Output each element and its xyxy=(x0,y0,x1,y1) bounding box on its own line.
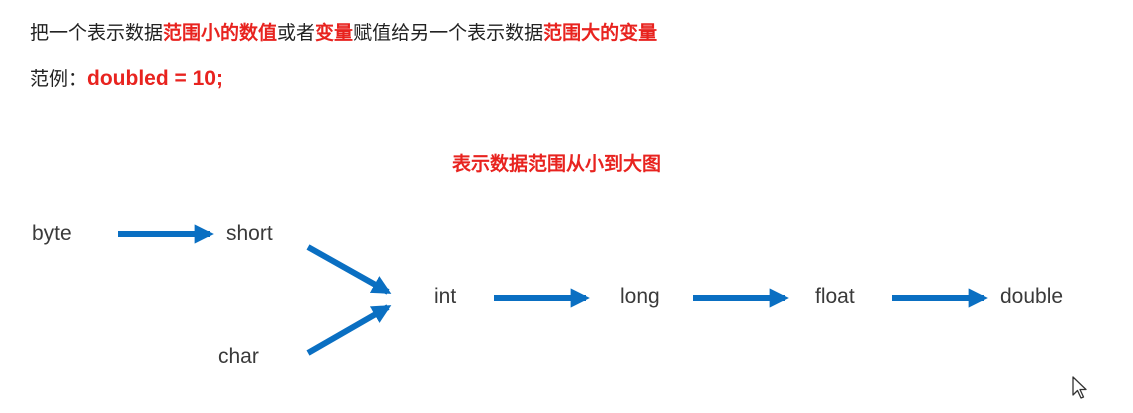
node-byte: byte xyxy=(32,222,72,245)
intro-segment: 赋值给另一个表示数据 xyxy=(353,22,544,44)
node-int: int xyxy=(434,285,457,308)
node-float: float xyxy=(815,285,855,308)
node-long: long xyxy=(620,285,660,308)
intro-highlight-segment: 范围大的变量 xyxy=(543,22,658,44)
intro-segment: 把一个表示数据 xyxy=(30,22,164,44)
node-short: short xyxy=(226,222,273,245)
example-label: 范例： xyxy=(30,68,88,90)
example-code: doubled = 10; xyxy=(87,67,223,90)
node-char: char xyxy=(218,345,259,368)
intro-highlight-segment: 范围小的数值 xyxy=(163,22,278,44)
node-double: double xyxy=(1000,285,1064,308)
arrow-short-to-int xyxy=(306,244,392,295)
arrow-char-to-int xyxy=(306,304,392,356)
intro-sentence: 把一个表示数据范围小的数值或者变量赋值给另一个表示数据范围大的变量 xyxy=(30,18,657,45)
mouse-cursor-icon xyxy=(1072,376,1087,399)
intro-segment: 或者 xyxy=(277,22,316,44)
intro-highlight-segment: 变量 xyxy=(315,22,354,44)
diagram-title: 表示数据范围从小到大图 xyxy=(451,153,661,175)
example-line: 范例：doubled = 10; xyxy=(30,64,223,91)
